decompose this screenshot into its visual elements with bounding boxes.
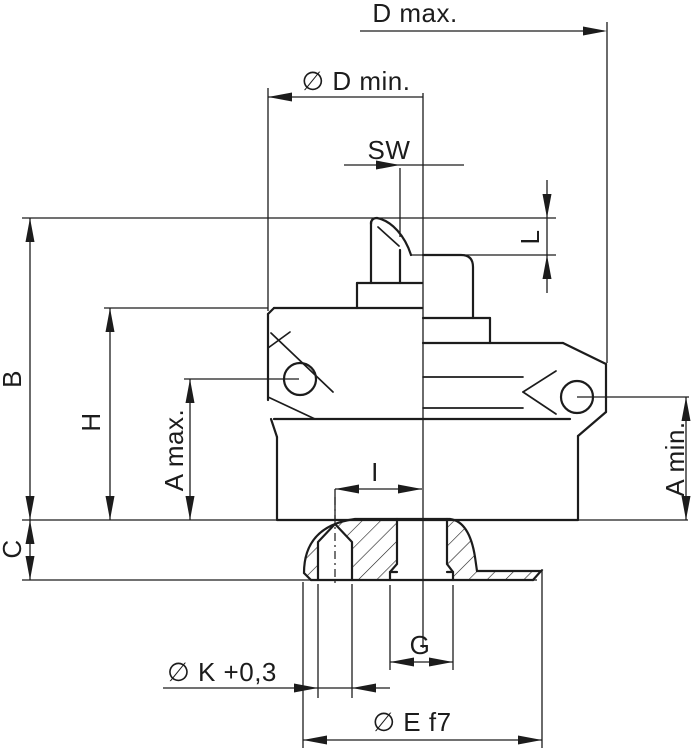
hatch-region-right	[447, 519, 541, 580]
cutting-ring-olive	[369, 216, 413, 285]
label-a-max: A max.	[159, 409, 189, 491]
dimension-l: L	[410, 180, 556, 293]
dimension-a-min: A min.	[577, 396, 691, 520]
dimension-sw: SW	[344, 135, 464, 237]
dimension-b: B	[0, 218, 35, 520]
label-d-max: D max.	[372, 0, 457, 28]
locknut-outline	[302, 517, 544, 582]
label-h: H	[76, 412, 106, 431]
label-sw: SW	[368, 135, 411, 165]
dimension-c: C	[0, 520, 35, 580]
label-e: ∅ E f7	[372, 707, 451, 737]
dimension-i: I	[334, 457, 422, 520]
label-d-min: ∅ D min.	[302, 66, 411, 96]
dimension-a-max: A max.	[159, 378, 299, 520]
dimension-d-max: D max.	[360, 0, 608, 363]
hex-body-left	[267, 331, 572, 421]
label-g: G	[410, 630, 431, 660]
label-a-min: A min.	[660, 421, 690, 496]
flange	[266, 306, 424, 402]
label-b: B	[0, 370, 27, 388]
label-k: ∅ K +0,3	[167, 657, 277, 687]
label-i: I	[371, 457, 379, 487]
label-c: C	[0, 539, 27, 558]
hex-body-right	[421, 341, 608, 438]
body-cylinder	[269, 417, 580, 522]
pin-hole	[316, 497, 354, 583]
label-l: L	[515, 230, 545, 245]
dimension-d-min: ∅ D min.	[267, 66, 423, 311]
dimension-k: ∅ K +0,3	[163, 584, 390, 698]
dimension-h: H	[76, 307, 268, 520]
hatch-region-left	[304, 519, 397, 580]
thread-bore	[388, 517, 455, 582]
dimension-g: G	[389, 585, 454, 670]
dimension-e: ∅ E f7	[302, 569, 543, 748]
